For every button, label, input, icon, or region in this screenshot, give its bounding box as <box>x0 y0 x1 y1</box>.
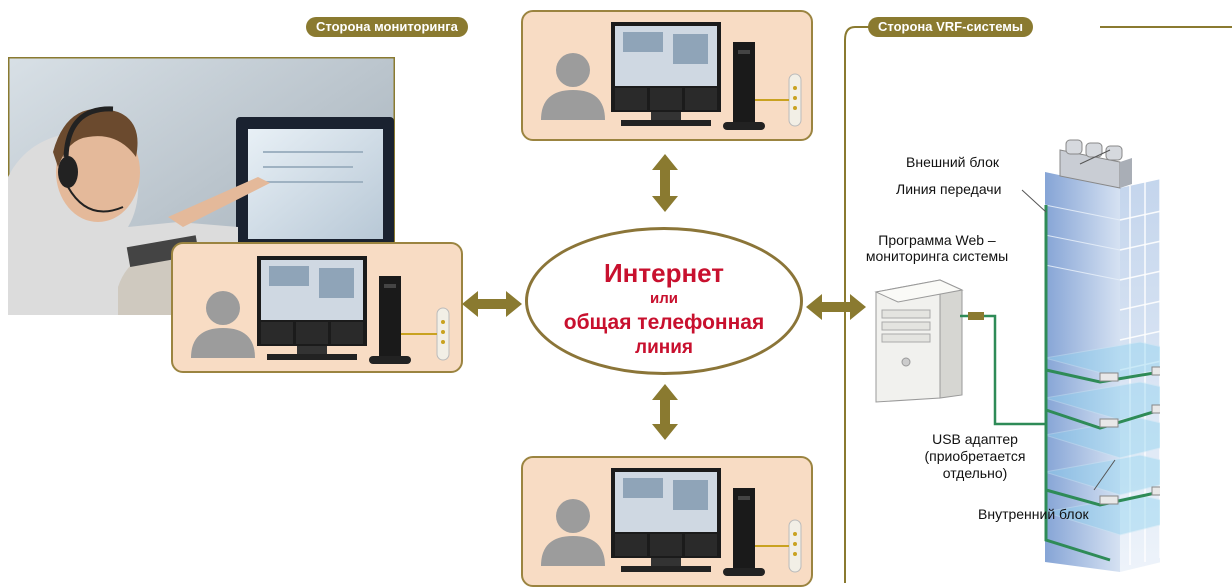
person-icon <box>541 53 605 120</box>
modem-icon <box>755 519 802 573</box>
pc-tower-icon <box>369 276 411 364</box>
modem-icon <box>755 73 802 127</box>
web-program-line1: Программа Web – <box>878 232 996 248</box>
web-program-line2: мониторинга системы <box>865 248 1009 264</box>
usb-line2: (приобретается <box>924 448 1026 464</box>
web-program-label: Программа Web – мониторинга системы <box>852 232 1022 264</box>
workstation-bottom <box>521 456 813 587</box>
monitor-icon <box>257 256 367 360</box>
modem-icon <box>401 307 450 361</box>
monitor-icon <box>611 22 721 126</box>
double-arrow-icon-left <box>462 291 522 317</box>
person-icon <box>541 499 605 566</box>
internet-line3: общая телефонная <box>563 311 765 334</box>
vrf-side-tag: Сторона VRF-системы <box>868 17 1034 37</box>
monitor-icon <box>611 468 721 572</box>
outdoor-unit-label: Внешний блок <box>906 154 999 170</box>
workstation-left <box>171 242 463 373</box>
workstation-left-graphic <box>191 256 450 364</box>
double-arrow-icon-top <box>652 154 678 212</box>
internet-line2: или <box>650 290 678 307</box>
monitoring-side-tag: Сторона мониторинга <box>306 17 468 37</box>
usb-adapter-label: USB адаптер (приобретается отдельно) <box>920 431 1030 482</box>
indoor-unit-label: Внутренний блок <box>978 506 1089 522</box>
internet-oval: Интернет или общая телефонная линия <box>525 227 803 375</box>
usb-line1: USB адаптер <box>932 431 1018 447</box>
usb-line3: отдельно) <box>942 465 1008 481</box>
person-icon <box>191 291 255 358</box>
double-arrow-icon-right <box>806 294 866 320</box>
workstation-top-graphic <box>541 22 802 130</box>
pc-tower-icon <box>723 42 765 130</box>
internet-line4: линия <box>635 337 693 358</box>
pc-tower-icon <box>723 488 765 576</box>
workstation-bottom-graphic <box>541 468 802 576</box>
workstation-top <box>521 10 813 141</box>
server-icon <box>874 279 964 403</box>
double-arrow-icon-bottom <box>652 384 678 440</box>
internet-line1: Интернет <box>603 258 725 288</box>
transmission-line-label: Линия передачи <box>896 181 1002 197</box>
